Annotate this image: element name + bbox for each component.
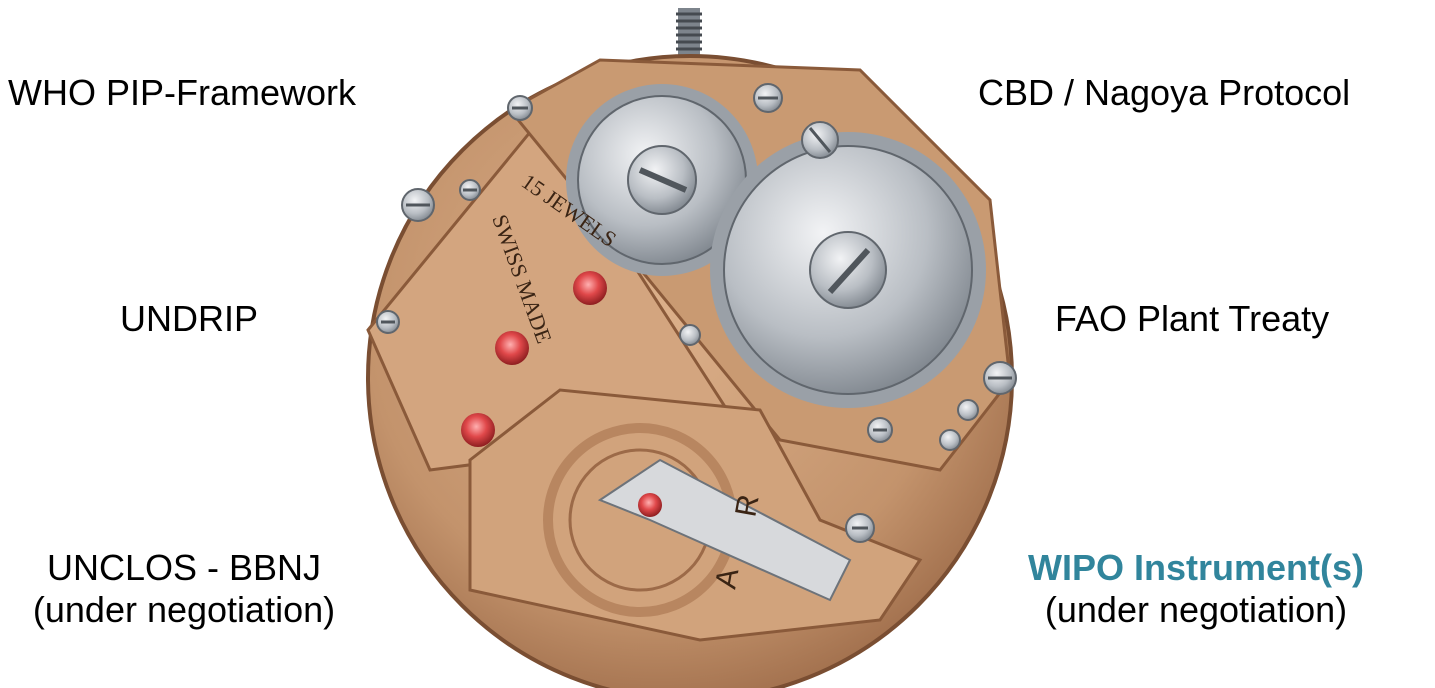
label-who-text: WHO PIP-Framework (8, 72, 356, 114)
label-unclos-line2: (under negotiation) (9, 589, 359, 631)
crown-stem (676, 8, 702, 58)
label-fao-plant-treaty: FAO Plant Treaty (1055, 298, 1329, 340)
large-gear (710, 132, 986, 408)
label-undrip: UNDRIP (120, 298, 258, 340)
label-wipo-line1: WIPO Instrument(s) (996, 547, 1396, 589)
label-fao-text: FAO Plant Treaty (1055, 298, 1329, 340)
label-wipo-line2: (under negotiation) (996, 589, 1396, 631)
label-wipo-instruments: WIPO Instrument(s) (under negotiation) (996, 547, 1396, 631)
label-cbd-nagoya-protocol: CBD / Nagoya Protocol (978, 72, 1350, 114)
label-who-pip-framework: WHO PIP-Framework (8, 72, 356, 114)
label-unclos-line1: UNCLOS - BBNJ (9, 547, 359, 589)
label-unclos-bbnj: UNCLOS - BBNJ (under negotiation) (9, 547, 359, 631)
label-undrip-text: UNDRIP (120, 298, 258, 340)
label-cbd-text: CBD / Nagoya Protocol (978, 72, 1350, 114)
